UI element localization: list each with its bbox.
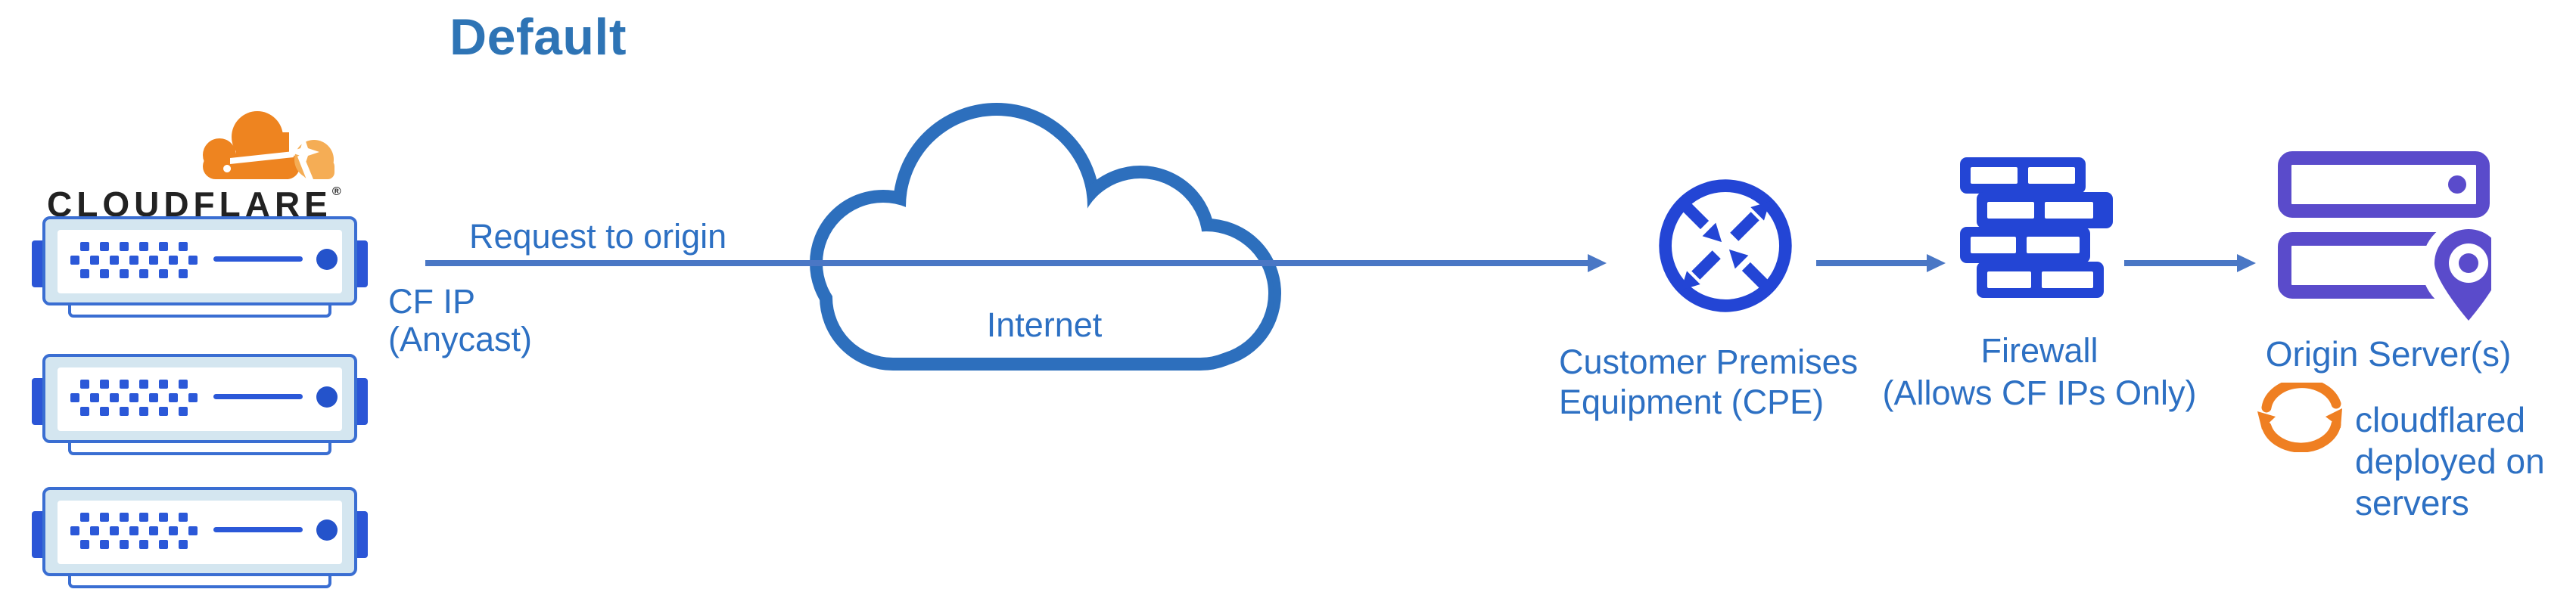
registered-mark: ® [331,185,341,198]
cloudflared-line3: servers [2355,483,2469,523]
cloudflared-line1: cloudflared [2355,400,2526,439]
cpe-line1: Customer Premises [1559,343,1859,381]
arrow-cpe-to-firewall-head [1927,254,1946,272]
cf-ip-line2: (Anycast) [388,320,533,358]
server-rack-icon [32,354,368,460]
cloudflared-line2: deployed on [2355,442,2545,481]
origin-server-icon [2278,151,2491,321]
arrow-cpe-to-firewall-line [1816,260,1927,266]
cloudflare-cloud-icon [203,111,334,181]
firewall-brick-icon [1960,157,2113,298]
firewall-line2: (Allows CF IPs Only) [1882,374,2197,412]
firewall-line1: Firewall [1980,331,2098,370]
arrow-cf-to-cpe-head [1588,254,1607,272]
firewall-label: Firewall (Allows CF IPs Only) [1865,330,2214,414]
internet-label: Internet [986,305,1103,344]
diagram-title: Default [450,8,627,66]
cpe-line2: Equipment (CPE) [1559,383,1825,421]
cloudflared-label: cloudflared deployed on servers [2355,399,2545,524]
location-pin-icon [2434,229,2491,321]
request-to-origin-label: Request to origin [469,217,727,256]
server-rack-icon [32,216,368,322]
sync-arrows-icon [2257,383,2342,452]
cpe-label: Customer Premises Equipment (CPE) [1559,342,1858,422]
arrow-firewall-to-origin-head [2237,254,2256,272]
origin-label: Origin Server(s) [2265,334,2512,374]
cf-ip-label: CF IP (Anycast) [388,283,532,358]
cpe-router-icon [1659,179,1792,312]
server-rack-icon [32,487,368,593]
cf-ip-line1: CF IP [388,282,476,321]
arrow-firewall-to-origin-line [2124,260,2237,266]
arrow-cf-to-cpe-line [425,260,1588,266]
